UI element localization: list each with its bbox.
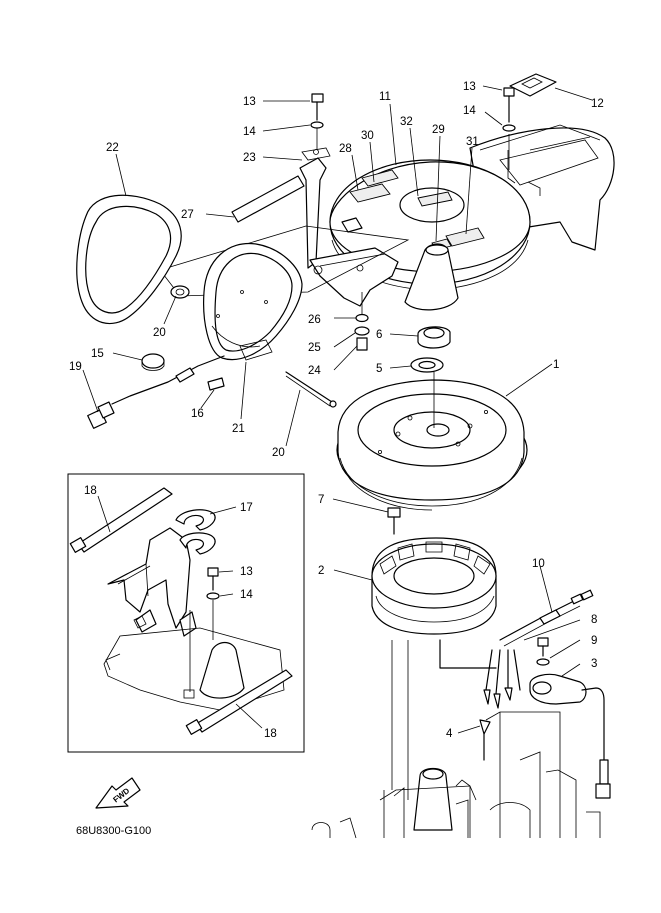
callout-19: 19 <box>69 361 82 373</box>
callout-14c: 14 <box>240 589 253 601</box>
inset-box <box>67 473 305 753</box>
callout-8: 8 <box>591 614 597 626</box>
callout-18b: 18 <box>264 728 277 740</box>
callout-4: 4 <box>446 728 453 740</box>
callout-24: 24 <box>308 365 321 377</box>
meter-housing <box>203 242 303 361</box>
callout-14a: 14 <box>243 126 256 138</box>
callout-13a: 13 <box>243 96 256 108</box>
callout-32: 32 <box>400 116 413 128</box>
callout-21: 21 <box>232 423 245 435</box>
callout-16: 16 <box>191 408 204 420</box>
callout-6: 6 <box>376 329 382 341</box>
callout-12: 12 <box>591 98 604 110</box>
harness <box>439 589 611 799</box>
stator <box>371 537 497 635</box>
callout-9: 9 <box>591 635 597 647</box>
callout-2: 2 <box>318 565 324 577</box>
fwd-arrow-icon <box>95 777 141 809</box>
flywheel <box>336 372 528 511</box>
callout-1: 1 <box>553 359 559 371</box>
leader-lines <box>82 85 593 734</box>
callout-23: 23 <box>243 152 256 164</box>
lens-gasket <box>76 194 182 325</box>
callout-28: 28 <box>339 143 352 155</box>
callout-20b: 20 <box>272 447 285 459</box>
diagram-code: 68U8300-G100 <box>76 825 151 837</box>
plug <box>141 353 165 371</box>
label-strip <box>231 175 305 223</box>
callout-10: 10 <box>532 558 545 570</box>
callout-5: 5 <box>376 363 382 375</box>
callout-31: 31 <box>466 136 479 148</box>
cover-bracket <box>299 147 399 307</box>
callout-15: 15 <box>91 348 104 360</box>
powerhead <box>311 640 601 839</box>
callout-20a: 20 <box>153 327 166 339</box>
callout-25: 25 <box>308 342 321 354</box>
callout-29: 29 <box>432 124 445 136</box>
stator-bolt <box>387 507 401 535</box>
callout-11: 11 <box>379 91 391 103</box>
sensor-assembly <box>87 355 225 429</box>
inset-bracket-drawing <box>69 487 293 735</box>
callout-27: 27 <box>181 209 194 221</box>
callout-18a: 18 <box>84 485 97 497</box>
callout-7: 7 <box>318 494 324 506</box>
center-fasteners <box>354 292 451 373</box>
callout-3: 3 <box>591 658 597 670</box>
callout-30: 30 <box>361 130 374 142</box>
callout-13c: 13 <box>240 566 253 578</box>
callout-13b: 13 <box>463 81 476 93</box>
callout-numbers: 1 2 3 4 5 6 7 8 9 10 11 12 13 13 13 14 1… <box>69 81 604 740</box>
lead-wire <box>285 371 337 408</box>
top-right-fasteners <box>310 73 557 170</box>
grommet-left <box>170 285 190 299</box>
callout-22: 22 <box>106 142 119 154</box>
callout-26: 26 <box>308 314 321 326</box>
callout-14b: 14 <box>463 105 476 117</box>
callout-17: 17 <box>240 502 253 514</box>
